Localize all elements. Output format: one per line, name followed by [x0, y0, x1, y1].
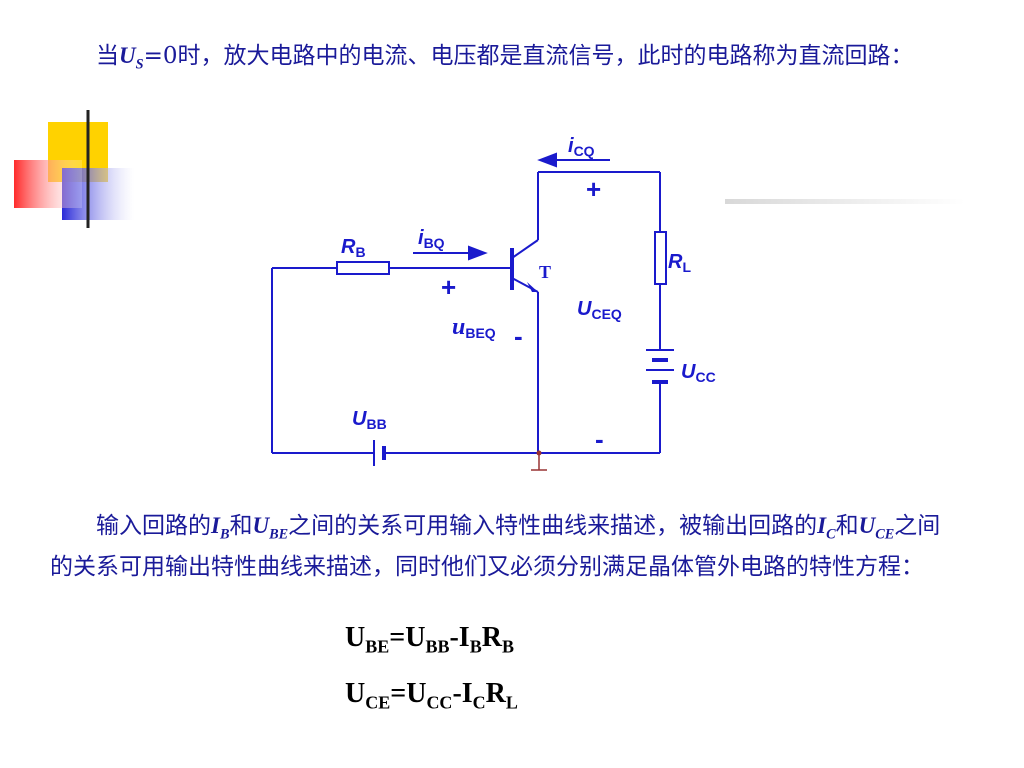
- icq-arrow-head: [537, 152, 557, 168]
- resistor-rl: [654, 231, 667, 285]
- battery-ucc: [646, 349, 674, 384]
- us-subscript: S: [135, 56, 144, 73]
- ube-symbol: U: [252, 513, 270, 538]
- description-paragraph: 输入回路的IB和UBE之间的关系可用输入特性曲线来描述，被输出回路的IC和UCE…: [50, 510, 950, 583]
- ubb-label: UBB: [352, 408, 387, 432]
- desc-text-1: 输入回路的: [96, 513, 211, 539]
- desc-text-5: 之间的关系可用输出特性曲线来描述，同时他们又必须分别满足晶体管外电路的特性方程：: [50, 513, 941, 580]
- transistor-label: T: [539, 262, 551, 282]
- decorative-corner: [0, 110, 260, 230]
- plus-top: +: [586, 174, 601, 204]
- plus-mid: +: [441, 272, 456, 302]
- ibq-label: iBQ: [418, 227, 445, 251]
- ube-subscript: BE: [269, 526, 289, 543]
- ibq-arrow-head: [468, 245, 488, 261]
- ground-node: [536, 450, 542, 456]
- ground-symbol: [531, 453, 547, 471]
- intro-text-2: =0时，放大电路中的电流、电压都是直流信号，此时的电路称为直流回路：: [143, 43, 914, 69]
- resistor-rb: [336, 261, 390, 275]
- uce-subscript: CE: [875, 526, 895, 543]
- us-symbol: U: [119, 43, 136, 68]
- battery-ubb: [373, 440, 386, 466]
- intro-paragraph: 当US=0时，放大电路中的电流、电压都是直流信号，此时的电路称为直流回路：: [50, 40, 950, 81]
- intro-text-1: 当: [96, 43, 119, 69]
- equation-uce: UCE=UCC-ICRL: [345, 678, 518, 713]
- ib-symbol: I: [211, 513, 220, 538]
- equation-ube: UBE=UBB-IBRB: [345, 622, 514, 657]
- icq-label: iCQ: [568, 135, 595, 159]
- desc-text-4: 和: [835, 513, 859, 539]
- uceq-label: UCEQ: [577, 298, 622, 322]
- ib-subscript: B: [219, 526, 230, 543]
- minus-mid: -: [514, 321, 523, 351]
- desc-text-3: 之间的关系可用输入特性曲线来描述，被输出回路的: [288, 513, 818, 539]
- emitter-arrow: [527, 282, 538, 292]
- transistor-collector: [511, 239, 539, 259]
- desc-text-2: 和: [229, 513, 253, 539]
- uce-symbol: U: [858, 513, 876, 538]
- rl-label: RL: [668, 251, 691, 275]
- rb-label: RB: [341, 236, 366, 260]
- ubeq-label: uBEQ: [452, 314, 496, 341]
- ucc-label: UCC: [681, 361, 716, 385]
- right-fade-line: [725, 199, 965, 204]
- minus-bottom: -: [595, 424, 604, 454]
- corner-shapes: [14, 110, 245, 228]
- ic-symbol: I: [817, 513, 827, 538]
- ic-subscript: C: [826, 526, 836, 543]
